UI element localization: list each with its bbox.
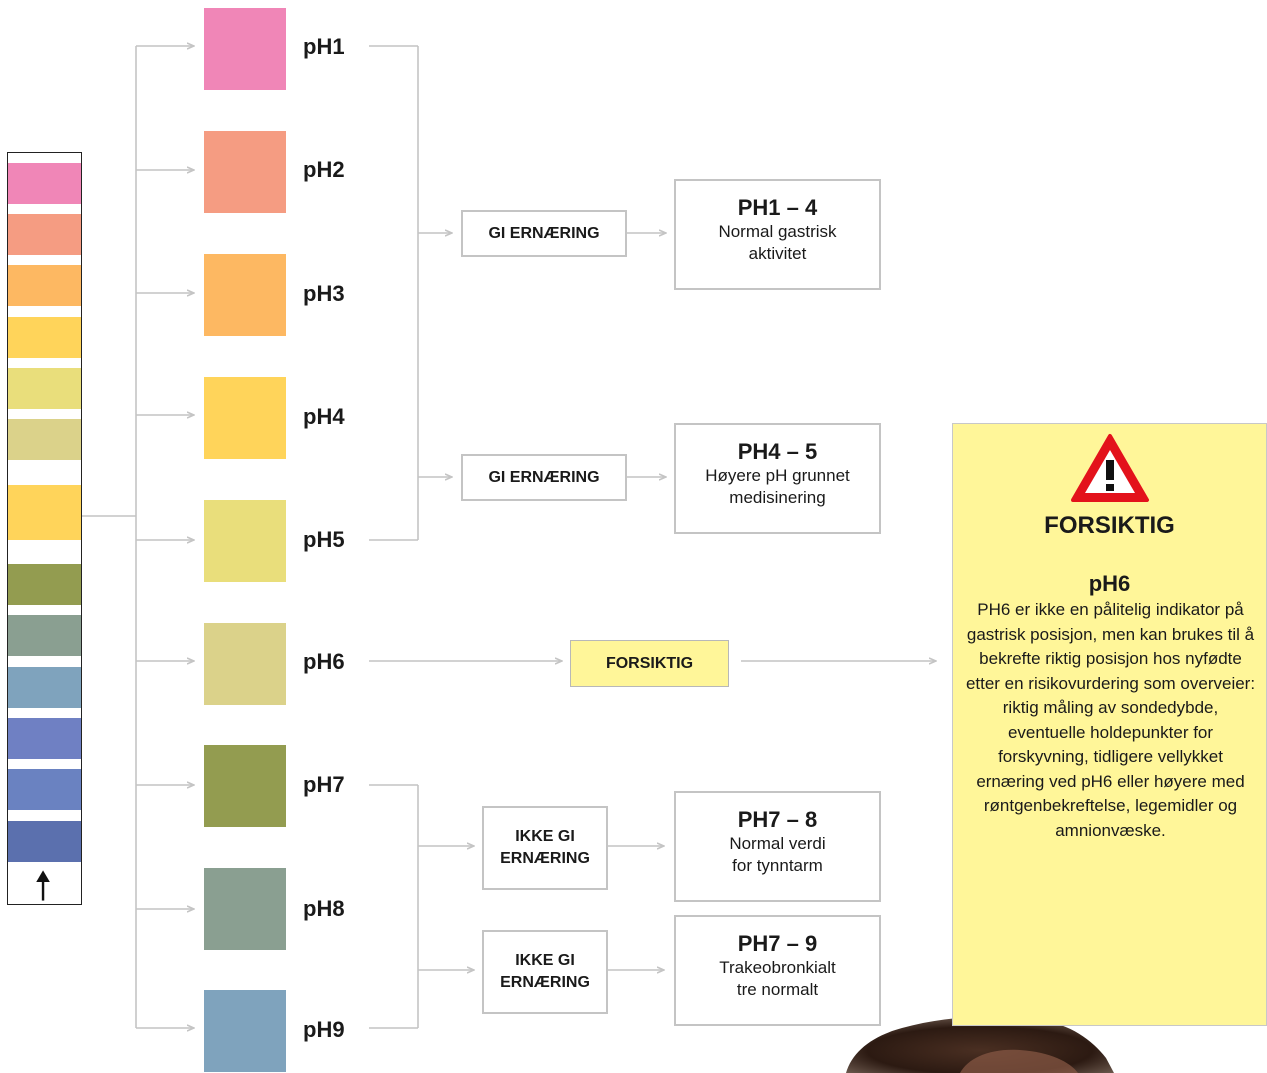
strip-segment [8, 718, 81, 759]
ph-label: pH6 [303, 649, 345, 674]
swatch-ph7 [204, 745, 286, 827]
swatch-ph8 [204, 868, 286, 950]
strip-segment [8, 615, 81, 656]
caution-body: PH6 er ikke en pålitelig indikator på ga… [965, 600, 1256, 840]
result-box: PH1 – 4 Normal gastrisk aktivitet [674, 179, 881, 290]
ph-label: pH7 [303, 772, 345, 797]
strip-segment [8, 163, 81, 204]
caution-label: FORSIKTIG [605, 654, 694, 672]
decision-feed-box: GI ERNÆRING [461, 454, 627, 501]
strip-segment [8, 485, 81, 540]
result-description: Trakeobronkialt tre normalt [719, 958, 836, 999]
ph-indicator-strip [7, 152, 82, 905]
ph-label: pH9 [303, 1017, 345, 1042]
ph-label: pH2 [303, 157, 345, 182]
result-title: PH7 – 8 [737, 807, 818, 832]
result-title: PH4 – 5 [737, 439, 818, 464]
result-title: PH1 – 4 [737, 195, 818, 220]
strip-segment [8, 769, 81, 810]
ph-label: pH3 [303, 281, 345, 306]
result-box: PH7 – 8 Normal verdi for tynntarm [674, 791, 881, 902]
swatch-ph9 [204, 990, 286, 1072]
up-arrow-icon [36, 870, 50, 901]
swatch-ph3 [204, 254, 286, 336]
decision-label: GI ERNÆRING [488, 468, 600, 486]
ph-label: pH1 [303, 34, 345, 59]
strip-segment [8, 317, 81, 358]
decision-no-feed-box: IKKE GI ERNÆRING [482, 930, 608, 1014]
swatch-ph5 [204, 500, 286, 582]
ph-label: pH4 [303, 404, 345, 429]
swatch-ph1 [204, 8, 286, 90]
strip-segment [8, 419, 81, 460]
strip-segment [8, 667, 81, 708]
decision-label: GI ERNÆRING [488, 224, 600, 242]
ph-label: pH8 [303, 896, 345, 921]
swatch-ph2 [204, 131, 286, 213]
caution-heading: FORSIKTIG [1044, 512, 1175, 539]
decision-feed-box: GI ERNÆRING [461, 210, 627, 257]
result-description: Normal verdi for tynntarm [729, 834, 826, 875]
warning-triangle-icon [1071, 434, 1149, 502]
swatch-ph4 [204, 377, 286, 459]
strip-segment [8, 564, 81, 605]
result-box: PH4 – 5 Høyere pH grunnet medisinering [674, 423, 881, 534]
caution-subheading: pH6 [1088, 571, 1131, 596]
decision-label: IKKE GI ERNÆRING [500, 952, 590, 991]
caution-box: FORSIKTIG [570, 640, 729, 687]
strip-segment [8, 265, 81, 306]
strip-segment [8, 821, 81, 862]
strip-segment [8, 214, 81, 255]
result-title: PH7 – 9 [737, 931, 818, 956]
caution-panel: FORSIKTIG pH6 PH6 er ikke en pålitelig i… [952, 423, 1267, 1026]
result-description: Normal gastrisk aktivitet [718, 222, 837, 263]
result-description: Høyere pH grunnet medisinering [705, 466, 850, 507]
decision-label: IKKE GI ERNÆRING [500, 828, 590, 867]
swatch-ph6 [204, 623, 286, 705]
ph-label: pH5 [303, 527, 345, 552]
result-box: PH7 – 9 Trakeobronkialt tre normalt [674, 915, 881, 1026]
decision-no-feed-box: IKKE GI ERNÆRING [482, 806, 608, 890]
strip-segment [8, 368, 81, 409]
